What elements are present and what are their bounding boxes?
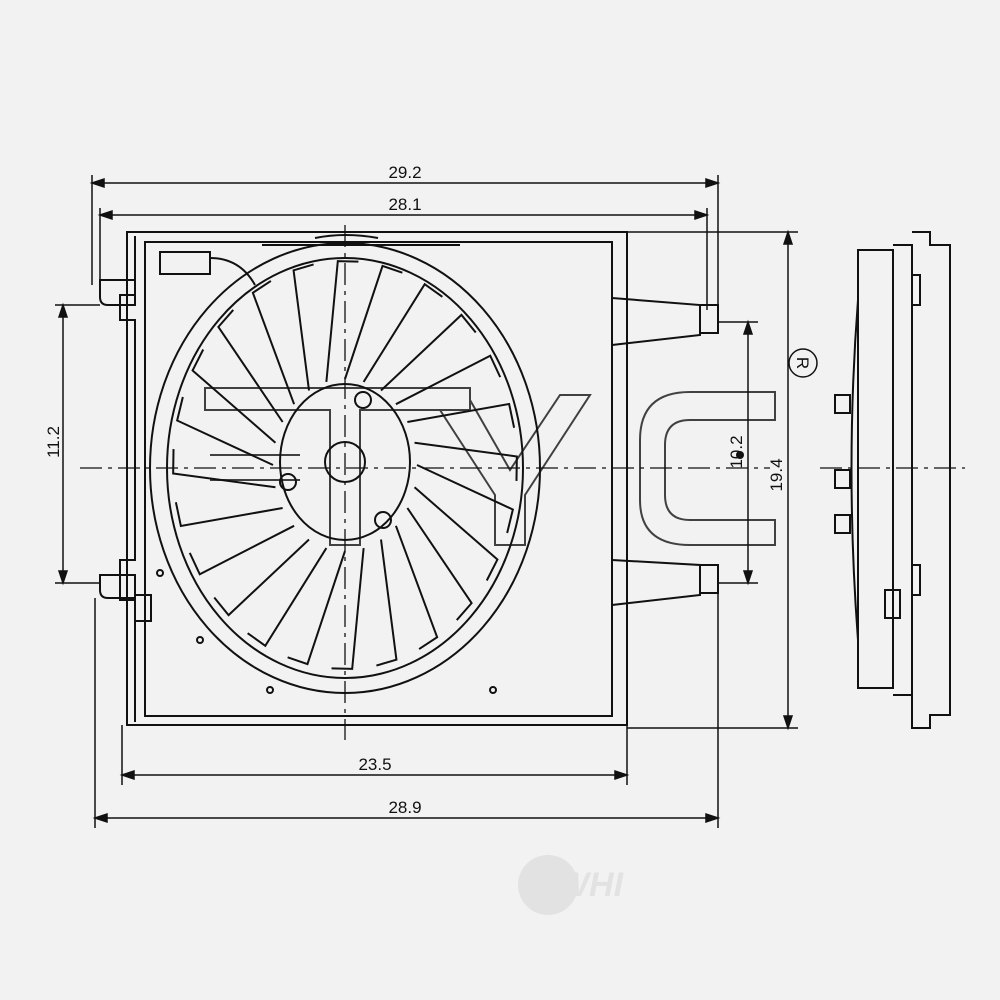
fan-blade [407, 402, 516, 428]
fan-blade [188, 524, 295, 576]
fan-blade [344, 264, 403, 380]
fan-blade [395, 354, 502, 406]
fan-blade [413, 486, 499, 581]
dim-fan-opening-width: 23.5 [358, 755, 391, 774]
fan-blade [213, 538, 310, 617]
dim-overall-top-width: 29.2 [388, 163, 421, 182]
fan-blade [394, 525, 439, 650]
fan-blade [175, 396, 274, 466]
center-lines [80, 225, 965, 740]
watermark-text: WHI [557, 866, 625, 904]
dim-overall-bottom-width: 28.9 [388, 798, 421, 817]
fan-blade [292, 263, 314, 391]
fan-blade [247, 547, 328, 648]
fan-blade [376, 539, 398, 667]
fan-blade [406, 507, 473, 621]
tyc-watermark-logo [204, 387, 776, 546]
dimension-lines [55, 175, 798, 828]
fan-blade [217, 309, 284, 423]
dim-left-mount-height: 11.2 [44, 426, 63, 458]
fan-blade [414, 441, 518, 481]
whi-watermark-logo: WHI [518, 855, 625, 915]
fan-blade [251, 280, 296, 405]
fan-blade [191, 349, 277, 444]
fan-blade [416, 464, 515, 534]
fan-blade [325, 260, 359, 383]
dim-right-mount-height: 10.2 [727, 435, 746, 468]
fan-blade [287, 550, 346, 666]
dim-inner-top-width: 28.1 [388, 195, 421, 214]
fan-blade [172, 449, 276, 489]
registered-mark-icon: R [788, 348, 818, 378]
fan-blade [380, 313, 477, 392]
side-view [834, 231, 951, 729]
fan-blade [331, 547, 365, 670]
center-dot [736, 451, 744, 459]
registered-mark-text: R [793, 357, 812, 369]
fan-blade [174, 502, 283, 528]
fan-blade [362, 282, 443, 383]
dim-overall-height: 19.4 [767, 458, 786, 491]
